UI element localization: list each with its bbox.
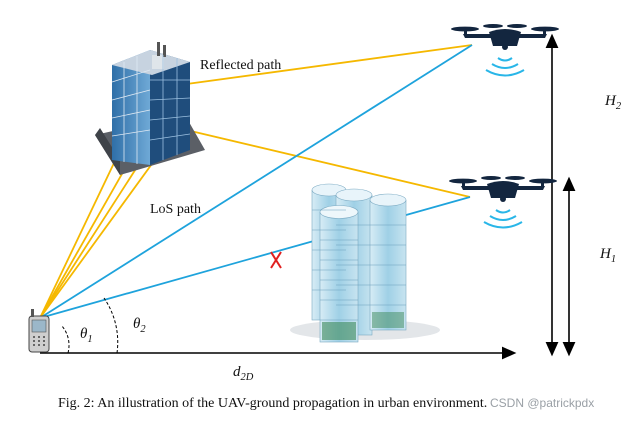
- reflected-path-ground-to-building: [39, 149, 149, 319]
- blocked-x-icon: [270, 251, 282, 269]
- h1-label: H1: [600, 246, 617, 265]
- los-path-to-uav2: [39, 44, 473, 319]
- mobile-phone-icon: [28, 309, 50, 353]
- theta1-label: θ1: [80, 326, 93, 345]
- drone-icon: [451, 24, 559, 77]
- glass-towers-icon: [290, 183, 440, 343]
- signal-wave-icon: [483, 209, 523, 229]
- reflected-path-roof-to-uav2: [171, 44, 473, 87]
- h2-label: H2: [605, 93, 622, 112]
- theta2-label: θ2: [133, 316, 146, 335]
- reflected-path-ground-to-building-2: [39, 139, 126, 319]
- office-building-icon: [95, 42, 205, 175]
- drone-icon: [449, 176, 557, 229]
- reflected-path-wall-to-uav1: [177, 127, 471, 198]
- signal-wave-icon: [485, 57, 525, 77]
- angle-arcs: [61, 297, 119, 354]
- los-path-label: LoS path: [150, 202, 201, 217]
- d2d-label: d2D: [233, 364, 254, 383]
- theta1-arc: [61, 325, 70, 354]
- reflected-path-label: Reflected path: [200, 58, 282, 73]
- figure-caption: Fig. 2: An illustration of the UAV-groun…: [58, 396, 488, 411]
- theta2-arc: [103, 297, 119, 354]
- watermark: CSDN @patrickpdx: [490, 396, 595, 410]
